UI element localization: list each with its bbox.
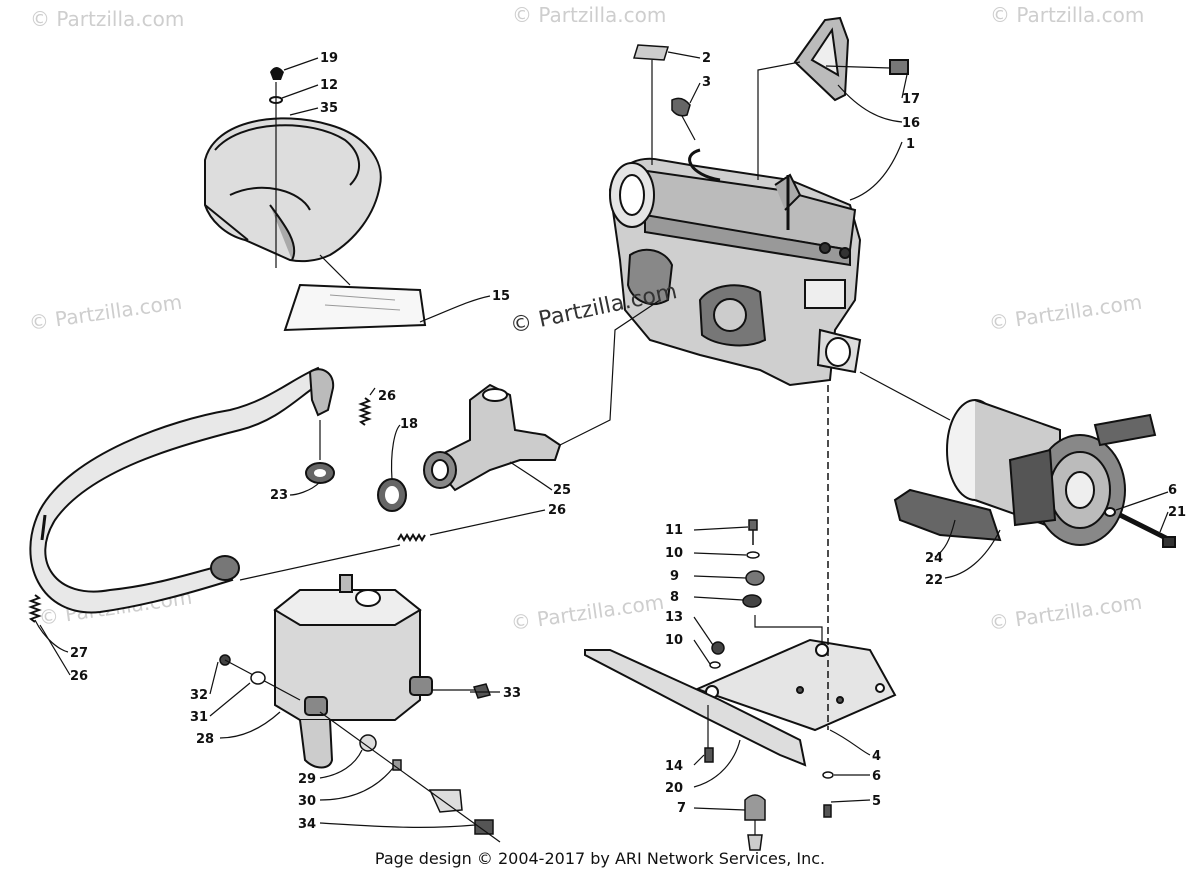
callout-32: 32 (190, 688, 208, 703)
part-16-bracket (757, 16, 909, 180)
callout-5: 5 (872, 794, 881, 809)
callout-31: 31 (190, 710, 208, 725)
callout-18: 18 (400, 417, 418, 432)
callout-23: 23 (270, 488, 288, 503)
callout-10: 10 (665, 546, 683, 561)
callout-34: 34 (298, 817, 316, 832)
part-27-exhaust-pipe (29, 366, 335, 614)
part-9-mount (745, 570, 765, 586)
callout-21: 21 (1168, 505, 1186, 520)
watermark: © Partzilla.com (990, 3, 1144, 27)
part-14-bolt (704, 747, 714, 763)
callout-30: 30 (298, 794, 316, 809)
watermark: © Partzilla.com (27, 290, 183, 335)
callout-labels: 19 12 35 15 2 3 17 16 1 26 18 23 25 26 2… (70, 51, 1186, 832)
part-5-bolt (823, 804, 832, 818)
callout-26: 26 (70, 669, 88, 684)
watermark: © Partzilla.com (512, 3, 666, 27)
callout-33: 33 (503, 686, 521, 701)
part-28-silencer (273, 574, 433, 769)
callout-19: 19 (320, 51, 338, 66)
part-24-drive-belt (893, 413, 1157, 542)
watermark: © Partzilla.com (987, 590, 1143, 635)
callout-7: 7 (677, 801, 686, 816)
part-7-mount (744, 794, 766, 821)
watermark: © Partzilla.com (30, 7, 184, 31)
part-22-clutch (859, 371, 1126, 546)
callout-12: 12 (320, 78, 338, 93)
callout-14: 14 (665, 759, 683, 774)
part-20-bracket (584, 649, 807, 767)
part-13-nut (711, 641, 725, 655)
part-2-label (633, 44, 669, 165)
callout-35: 35 (320, 101, 338, 116)
page-footer: Page design © 2004-2017 by ARI Network S… (375, 849, 825, 868)
callout-8: 8 (670, 590, 679, 605)
callout-1: 1 (906, 137, 915, 152)
callout-27: 27 (70, 646, 88, 661)
callout-16: 16 (902, 116, 920, 131)
silencer-hardware (219, 654, 501, 843)
part-31-washer (250, 671, 266, 685)
watermark: © Partzilla.com (509, 590, 665, 635)
watermark: © Partzilla.com (987, 290, 1143, 335)
callout-2: 2 (702, 51, 711, 66)
callout-17: 17 (902, 92, 920, 107)
part-25-manifold (239, 299, 661, 581)
callout-22: 22 (925, 573, 943, 588)
callout-3: 3 (702, 75, 711, 90)
spring-plate (428, 789, 463, 813)
part-1-engine (608, 148, 862, 387)
part-6-washer (822, 771, 834, 779)
callout-24: 24 (925, 551, 943, 566)
part-6-washer (1104, 507, 1116, 517)
callout-26: 26 (548, 503, 566, 518)
part-8-washer (742, 594, 762, 608)
part-33-nut (473, 683, 491, 699)
callout-13: 13 (665, 610, 683, 625)
part-18-seal (377, 478, 407, 512)
leader-lines (34, 51, 1169, 828)
callout-20: 20 (665, 781, 683, 796)
part-26-spring (28, 397, 426, 623)
callout-29: 29 (298, 772, 316, 787)
part-23-gasket (305, 420, 335, 484)
callout-10: 10 (665, 633, 683, 648)
callout-15: 15 (492, 289, 510, 304)
part-3-grommet (671, 97, 696, 141)
callout-26: 26 (378, 389, 396, 404)
part-29-grommet (359, 734, 377, 752)
callout-9: 9 (670, 569, 679, 584)
part-10-washer (746, 551, 760, 559)
part-35-shroud (204, 117, 382, 263)
part-21-bolt (1104, 507, 1176, 548)
callout-11: 11 (665, 523, 683, 538)
callout-6: 6 (872, 769, 881, 784)
callout-6: 6 (1168, 483, 1177, 498)
callout-28: 28 (196, 732, 214, 747)
part-11-bolt (748, 519, 758, 531)
part-19-screw (269, 67, 284, 268)
part-17-clip (889, 59, 909, 75)
part-34-clip (474, 819, 494, 835)
part-15-decal (283, 254, 427, 332)
callout-25: 25 (553, 483, 571, 498)
mount-hardware (704, 385, 834, 851)
callout-4: 4 (872, 749, 881, 764)
